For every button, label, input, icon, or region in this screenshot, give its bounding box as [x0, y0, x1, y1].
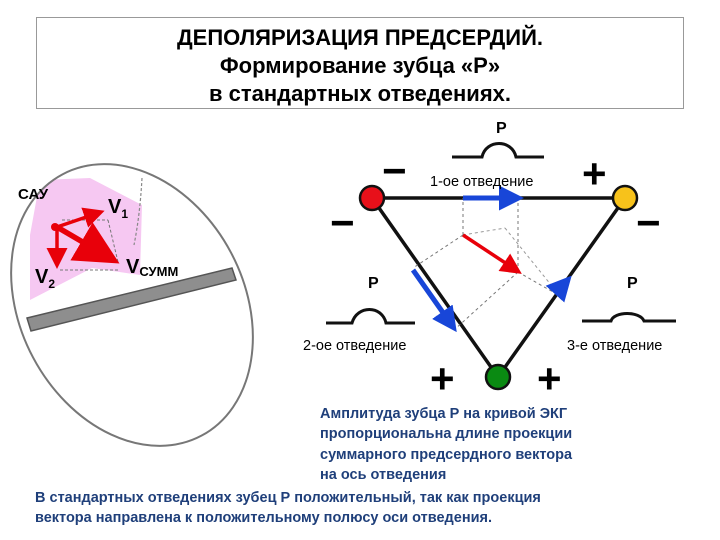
lead1-plus-sign: +: [582, 150, 607, 197]
heart-outline: [10, 163, 254, 447]
title-box: ДЕПОЛЯРИЗАЦИЯ ПРЕДСЕРДИЙ. Формирование з…: [36, 17, 684, 109]
v2-label-sub: 2: [48, 277, 55, 291]
lead3-plus-sign: +: [537, 355, 562, 402]
lead2-p-label: P: [368, 275, 379, 292]
vector-v1-arrow: [56, 207, 105, 229]
v1-label-sub: 1: [121, 207, 128, 221]
lead3-p-wave: P: [582, 275, 676, 323]
lead1-p-curve: [452, 142, 544, 159]
projection-dash-6: [517, 271, 561, 297]
sa-node-label: САУ: [18, 186, 49, 203]
vsum-label-sub: СУММ: [139, 264, 178, 279]
lead3-minus-sign: −: [636, 199, 661, 246]
atrium-boundary-line: [133, 177, 143, 246]
projection-dash-5: [462, 227, 506, 236]
projection-dash-3: [412, 234, 464, 269]
vsum-label: VСУММ: [126, 256, 178, 279]
electrode-right-arm: [358, 184, 386, 212]
electrode-left-leg: [484, 363, 512, 391]
lead1-p-wave: P: [452, 120, 544, 159]
title-line-3: в стандартных отведениях.: [208, 81, 512, 106]
summary-vector-arrow: [462, 233, 522, 274]
info-line: пропорциональна длине проекции: [320, 426, 573, 443]
lead2-p-wave: P: [326, 275, 415, 325]
sa-node: [51, 223, 59, 231]
conclusion-line: В стандартных отведениях зубец Р положит…: [35, 490, 541, 506]
av-septum-bar: [26, 267, 237, 332]
lead2-minus-sign: −: [330, 199, 355, 246]
v2-label-main: V: [35, 266, 49, 288]
amplitude-explanation: Амплитуда зубца Р на кривой ЭКГ пропорци…: [320, 404, 700, 485]
lead2-label: 2-ое отведение: [303, 338, 406, 354]
conclusion-text: В стандартных отведениях зубец Р положит…: [35, 488, 715, 529]
einthoven-triangle: − + − − + + 1-ое отведение 2-ое отведени…: [303, 120, 676, 402]
lead2-plus-sign: +: [430, 355, 455, 402]
info-line: Амплитуда зубца Р на кривой ЭКГ: [320, 406, 568, 422]
electrode-left-arm: [611, 184, 639, 212]
vsum-label-main: V: [126, 256, 140, 278]
v1-label: V1: [108, 196, 128, 221]
lead1-label: 1-ое отведение: [430, 174, 533, 190]
vector-vsum-arrow: [55, 222, 120, 264]
projection-dash-4: [453, 271, 519, 331]
v2-label: V2: [35, 266, 55, 291]
heart-diagram: САУ V1 V2 VСУММ: [10, 163, 254, 447]
title-line-1: ДЕПОЛЯРИЗАЦИЯ ПРЕДСЕРДИЙ.: [176, 25, 544, 50]
lead1-p-label: P: [496, 120, 507, 137]
conclusion-line: вектора направлена к положительному полю…: [35, 510, 492, 527]
v1-label-main: V: [108, 196, 122, 218]
info-line: на ось отведения: [320, 466, 447, 483]
lead3-p-label: P: [627, 275, 638, 292]
lead2-p-curve: [326, 308, 415, 325]
lead3-p-curve: [582, 312, 676, 323]
lead1-minus-sign: −: [382, 147, 407, 194]
info-line: суммарного предсердного вектора: [320, 446, 573, 463]
lead2-projection-arrow: [410, 268, 457, 333]
lead3-label: 3-е отведение: [567, 338, 662, 354]
lead3-projection-arrow: [545, 275, 572, 303]
projection-dash-7: [504, 227, 561, 297]
title-line-2: Формирование зубца «Р»: [219, 53, 501, 78]
